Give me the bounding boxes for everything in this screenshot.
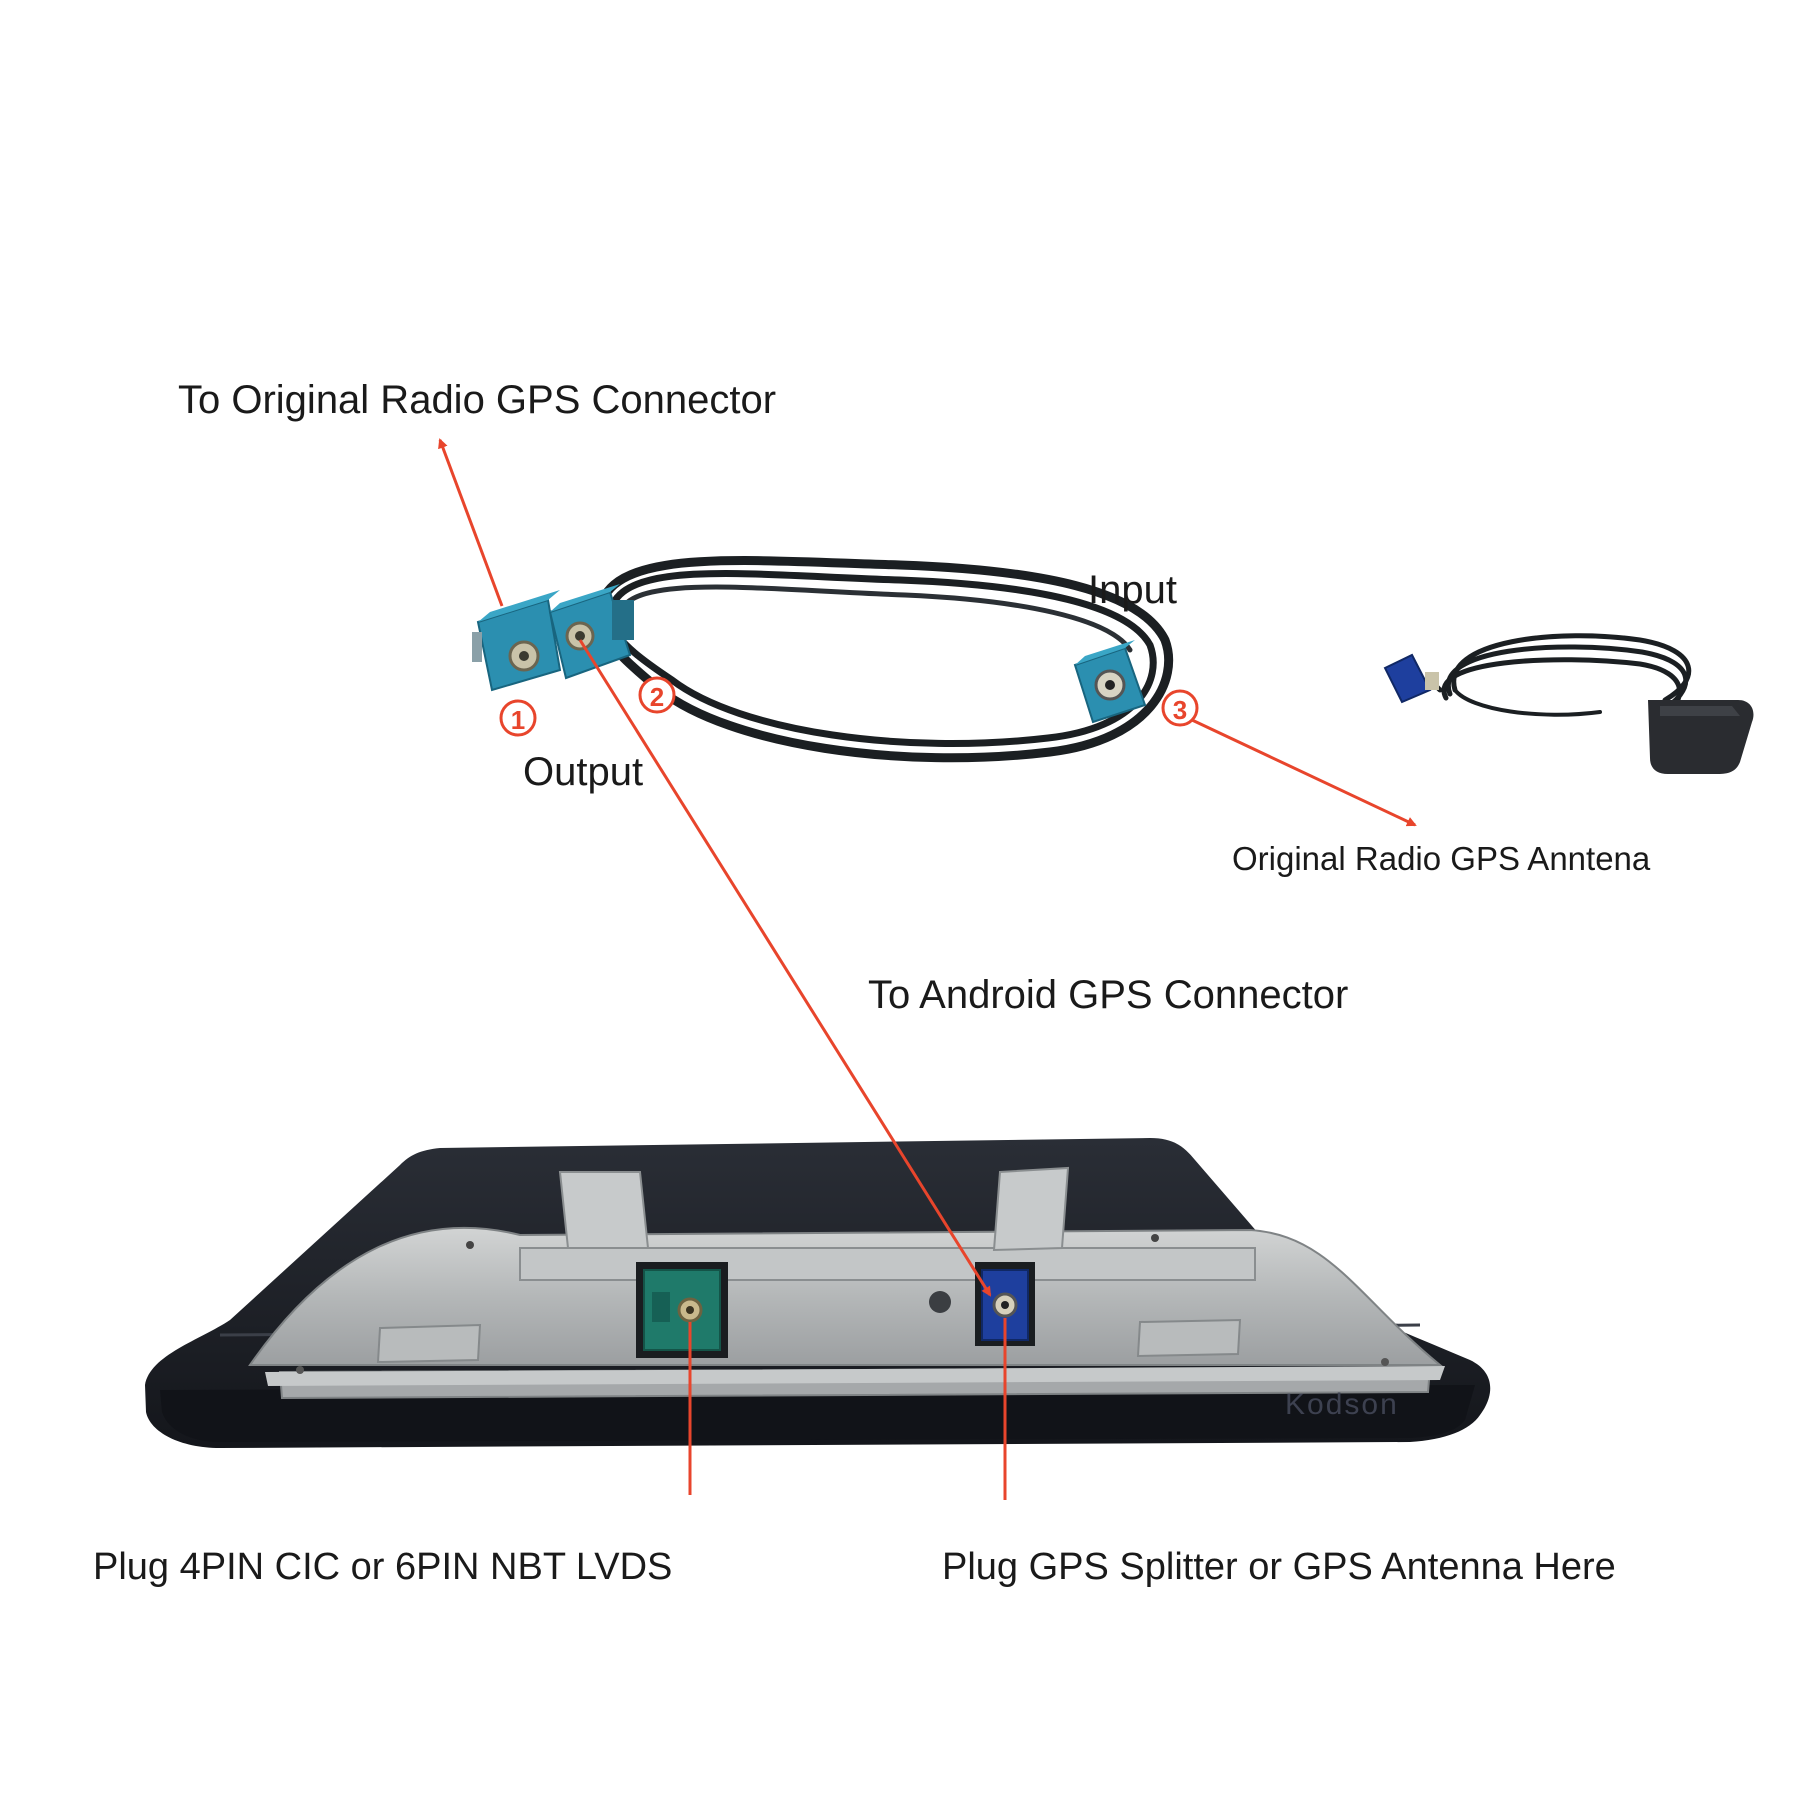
marker-1-number: 1 bbox=[511, 705, 525, 735]
label-to-original-radio: To Original Radio GPS Connector bbox=[178, 378, 777, 422]
splitter-cable bbox=[595, 556, 1174, 763]
arrow-to-antenna bbox=[1174, 710, 1417, 827]
arrow-to-android bbox=[578, 639, 992, 1297]
connector-2 bbox=[548, 584, 634, 680]
label-output: Output bbox=[523, 750, 644, 794]
arrows bbox=[438, 438, 1417, 1500]
connector-1 bbox=[472, 590, 562, 692]
marker-2: 2 bbox=[638, 676, 676, 714]
brand-watermark: Kodson bbox=[1285, 1388, 1399, 1421]
label-input: Input bbox=[1088, 568, 1177, 612]
marker-1: 1 bbox=[499, 699, 537, 737]
label-original-antenna: Original Radio GPS Anntena bbox=[1232, 840, 1651, 877]
label-to-android: To Android GPS Connector bbox=[868, 973, 1349, 1017]
head-unit bbox=[145, 1138, 1491, 1448]
marker-3: 3 bbox=[1161, 689, 1199, 727]
label-plug-lvds: Plug 4PIN CIC or 6PIN NBT LVDS bbox=[93, 1546, 673, 1588]
gps-antenna bbox=[1383, 633, 1754, 774]
arrow-to-original-radio bbox=[438, 438, 504, 607]
marker-2-number: 2 bbox=[650, 682, 664, 712]
lvds-socket bbox=[636, 1262, 728, 1358]
label-plug-gps: Plug GPS Splitter or GPS Antenna Here bbox=[942, 1546, 1616, 1588]
connector-3 bbox=[1073, 640, 1147, 724]
marker-3-number: 3 bbox=[1173, 695, 1187, 725]
